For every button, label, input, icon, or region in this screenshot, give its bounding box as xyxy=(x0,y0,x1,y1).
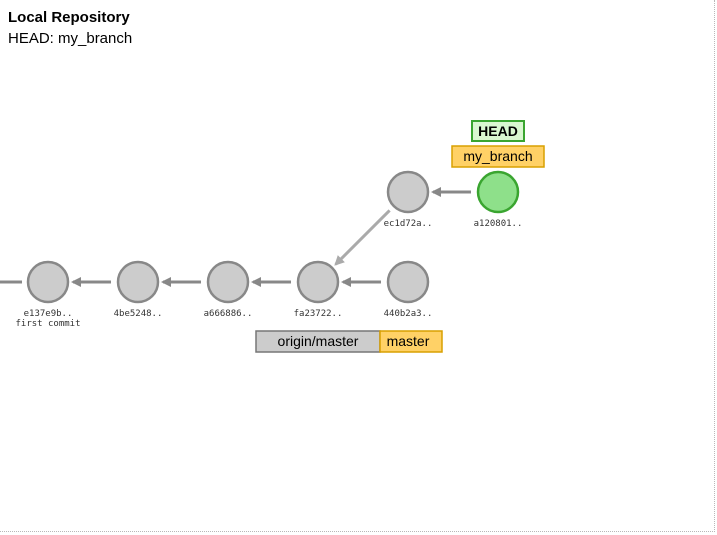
parent-edge-c6-c4 xyxy=(334,209,391,266)
commit-sha: 4be5248.. xyxy=(114,309,163,319)
edges-layer xyxy=(71,187,471,287)
commits-layer xyxy=(26,170,520,304)
commit-node[interactable] xyxy=(386,260,430,304)
remote-ref-origin-master-label: origin/master xyxy=(278,333,359,349)
commit-sha: e137e9b.. xyxy=(24,309,73,319)
commit-node[interactable] xyxy=(26,260,70,304)
remote-ref-origin-master[interactable]: origin/master xyxy=(255,330,381,353)
branch-ref-master-label: master xyxy=(387,333,430,349)
repo-title: Local Repository xyxy=(8,9,130,26)
commit-message: first commit xyxy=(15,319,80,329)
head-ref-label: HEAD xyxy=(478,123,518,139)
commit-sha: fa23722.. xyxy=(294,309,343,319)
commit-sha: a666886.. xyxy=(204,309,253,319)
commit-sha: 440b2a3.. xyxy=(384,309,433,319)
head-indicator: HEAD: my_branch xyxy=(8,30,133,47)
commit-node[interactable] xyxy=(296,260,340,304)
head-commit-node[interactable] xyxy=(476,170,520,214)
commit-node[interactable] xyxy=(116,260,160,304)
branch-ref-my-branch[interactable]: my_branch xyxy=(451,145,545,168)
branch-ref-master[interactable]: master xyxy=(379,330,443,353)
commit-sha: a120801.. xyxy=(474,219,523,229)
branch-ref-my-branch-label: my_branch xyxy=(463,148,532,164)
commit-labels-layer: e137e9b..first commit 4be5248.. a666886.. f… xyxy=(15,219,522,329)
head-ref[interactable]: HEAD xyxy=(471,120,525,142)
commit-sha: ec1d72a.. xyxy=(384,219,433,229)
commit-node[interactable] xyxy=(386,170,430,214)
commit-node[interactable] xyxy=(206,260,250,304)
